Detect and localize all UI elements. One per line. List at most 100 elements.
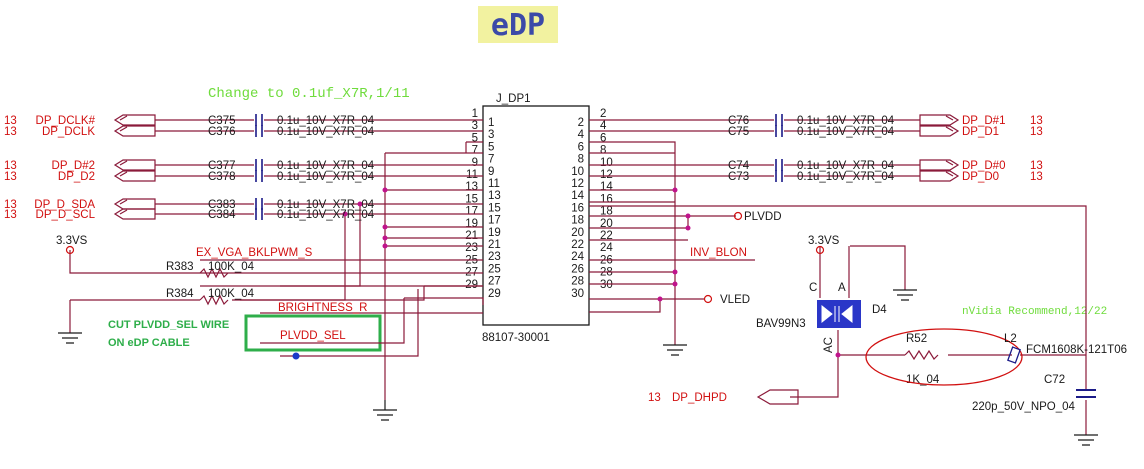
left-port-shape bbox=[113, 114, 156, 126]
left-cap-symbol bbox=[255, 159, 263, 171]
junction-dots bbox=[342, 187, 841, 358]
right-port-sheet: 13 bbox=[1030, 126, 1043, 138]
pin-label-outer-left: 5 bbox=[472, 132, 478, 144]
pin-label-inner-right: 4 bbox=[578, 129, 585, 141]
left-port-shape bbox=[113, 208, 156, 220]
c72-value: 220p_50V_NPO_04 bbox=[972, 401, 1076, 413]
left-cap-value: 0.1u_10V_X7R_04 bbox=[277, 115, 375, 127]
power-3v3-label-left: 3.3VS bbox=[56, 235, 88, 247]
pin-label-inner-right: 26 bbox=[571, 263, 584, 275]
left-port-sheet: 13 bbox=[4, 126, 17, 138]
pin-label-outer-right: 6 bbox=[600, 132, 606, 144]
pin-label-outer-left: 9 bbox=[472, 157, 478, 169]
right-cap-symbol bbox=[775, 170, 783, 182]
left-port-shape bbox=[113, 170, 156, 182]
plvdd-label: PLVDD bbox=[744, 211, 782, 223]
power-3v3-label-right: 3.3VS bbox=[808, 235, 840, 247]
pin-label-outer-right: 16 bbox=[600, 193, 613, 205]
pin-label-inner-right: 2 bbox=[578, 117, 584, 129]
cut-note-line1: CUT PLVDD_SEL WIRE bbox=[108, 319, 229, 331]
pin-label-outer-left: 29 bbox=[465, 279, 478, 291]
left-port-sheet: 13 bbox=[4, 209, 17, 221]
left-cap-symbol bbox=[255, 170, 263, 182]
pin-label-inner-left: 23 bbox=[488, 251, 501, 263]
left-port-name: DP_D#2 bbox=[52, 160, 95, 172]
pin-label-inner-left: 1 bbox=[488, 117, 494, 129]
right-port-sheet: 13 bbox=[1030, 171, 1043, 183]
nvidia-note: nVidia Recommend,12/22 bbox=[962, 306, 1107, 318]
inductor-l2 bbox=[1007, 346, 1021, 364]
net-ex-vga: EX_VGA_BKLPWM_S bbox=[196, 247, 313, 259]
left-cap-symbol bbox=[255, 198, 263, 210]
pin-label-inner-left: 19 bbox=[488, 227, 501, 239]
left-cap-ref: C378 bbox=[208, 171, 236, 183]
pin-label-outer-right: 2 bbox=[600, 108, 606, 120]
pin-label-outer-right: 4 bbox=[600, 120, 607, 132]
right-cap-symbol bbox=[775, 159, 783, 171]
left-port-name: DP_D2 bbox=[58, 171, 95, 183]
right-port-shape bbox=[919, 125, 960, 137]
pin-label-outer-right: 22 bbox=[600, 230, 613, 242]
pin-label-inner-right: 24 bbox=[571, 251, 584, 263]
power-3v3-pin-right bbox=[815, 245, 825, 255]
d4-ref: D4 bbox=[872, 304, 887, 316]
left-cap-value: 0.1u_10V_X7R_04 bbox=[277, 160, 375, 172]
net-inv-blon: INV_BLON bbox=[690, 247, 747, 259]
right-port-sheet: 13 bbox=[1030, 115, 1043, 127]
r384-ref: R384 bbox=[166, 288, 194, 300]
right-cap-symbol bbox=[775, 114, 783, 126]
pin-label-outer-left: 13 bbox=[465, 181, 478, 193]
pin-label-inner-right: 12 bbox=[571, 178, 584, 190]
left-cap-ref: C377 bbox=[208, 160, 236, 172]
pin-label-inner-left: 29 bbox=[488, 288, 501, 300]
change-note: Change to 0.1uf_X7R,1/11 bbox=[208, 86, 410, 102]
left-cap-symbol bbox=[255, 208, 263, 220]
left-port-sheet: 13 bbox=[4, 199, 17, 211]
pin-label-inner-left: 17 bbox=[488, 215, 501, 227]
pin-label-outer-left: 11 bbox=[466, 169, 478, 181]
pin-label-outer-left: 3 bbox=[472, 120, 478, 132]
right-cap-value: 0.1u_10V_X7R_04 bbox=[797, 171, 895, 183]
right-cap-ref: C75 bbox=[728, 126, 749, 138]
pin-label-outer-right: 12 bbox=[600, 169, 613, 181]
ground-symbols bbox=[58, 289, 1098, 446]
resistor-r384 bbox=[199, 294, 229, 306]
pin-label-inner-right: 18 bbox=[571, 215, 584, 227]
left-port-name: DP_DCLK bbox=[42, 126, 95, 138]
pin-label-inner-left: 25 bbox=[488, 263, 501, 275]
wires bbox=[69, 119, 1087, 435]
right-cap-symbol bbox=[775, 125, 783, 137]
l2-ref: L2 bbox=[1004, 333, 1017, 345]
right-port-shape bbox=[919, 159, 960, 171]
left-cap-ref: C384 bbox=[208, 209, 236, 221]
power-3v3-pin-left bbox=[65, 245, 75, 255]
pin-label-inner-left: 7 bbox=[488, 154, 494, 166]
right-port-name: DP_D#1 bbox=[962, 115, 1005, 127]
connector-part: 88107-30001 bbox=[482, 332, 550, 344]
right-cap-value: 0.1u_10V_X7R_04 bbox=[797, 160, 895, 172]
vled-label: VLED bbox=[720, 294, 750, 306]
pin-label-outer-left: 15 bbox=[465, 193, 478, 205]
left-port-name: DP_D_SDA bbox=[34, 199, 95, 211]
left-port-shape bbox=[113, 125, 156, 137]
pin-label-inner-right: 16 bbox=[571, 202, 584, 214]
pin-label-inner-right: 28 bbox=[571, 276, 584, 288]
left-cap-ref: C383 bbox=[208, 199, 236, 211]
pin-label-inner-right: 10 bbox=[571, 166, 584, 178]
title-background bbox=[478, 6, 558, 43]
r52-highlight-ellipse bbox=[865, 328, 1023, 386]
dp-hpd-sheet: 13 bbox=[648, 392, 661, 404]
right-port-shape bbox=[919, 170, 960, 182]
pin-label-inner-left: 15 bbox=[488, 202, 501, 214]
pin-label-outer-right: 14 bbox=[600, 181, 613, 193]
pin-label-inner-right: 8 bbox=[578, 154, 584, 166]
pin-label-inner-left: 27 bbox=[488, 276, 501, 288]
r52-ref: R52 bbox=[906, 333, 927, 345]
pin-label-inner-right: 22 bbox=[571, 239, 584, 251]
right-port-name: DP_D0 bbox=[962, 171, 999, 183]
right-cap-ref: C73 bbox=[728, 171, 749, 183]
page-title: eDP bbox=[491, 8, 545, 43]
